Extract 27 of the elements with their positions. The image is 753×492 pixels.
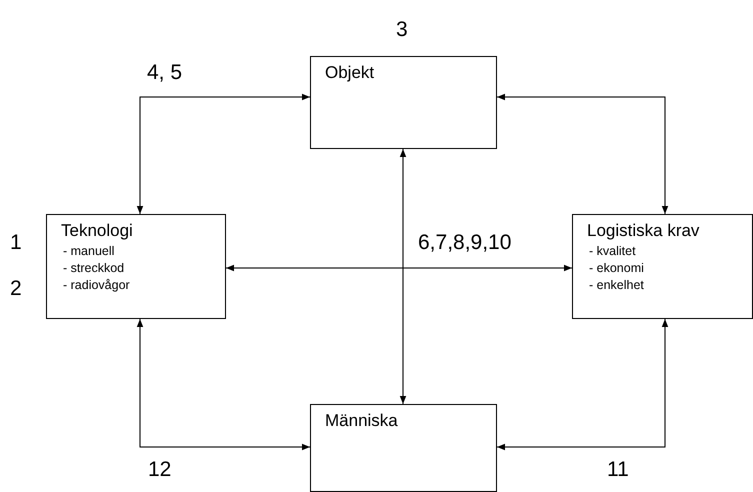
- double-arrow: [136, 318, 310, 450]
- reference-number: 1: [10, 231, 22, 255]
- list-item: - streckkod: [63, 260, 126, 277]
- list-item: - kvalitet: [589, 243, 637, 260]
- reference-number: 2: [10, 277, 22, 301]
- reference-number: 12: [148, 458, 172, 482]
- double-arrow: [496, 318, 668, 450]
- process-box: [310, 404, 497, 492]
- process-box: [46, 214, 226, 319]
- double-arrow: [226, 264, 572, 272]
- reference-number: 11: [607, 458, 629, 482]
- double-arrow: [136, 94, 310, 214]
- list-item: - enkelhet: [589, 277, 645, 294]
- box-title: Logistiska krav: [587, 221, 700, 241]
- box-title: Teknologi: [61, 221, 134, 241]
- process-box: [310, 56, 497, 149]
- box-title: Objekt: [325, 63, 376, 83]
- double-arrow: [400, 148, 406, 404]
- list-item: - ekonomi: [589, 260, 645, 277]
- list-item: - manuell: [63, 243, 116, 260]
- box-title: Människa: [325, 411, 399, 431]
- list-item: - radiovågor: [63, 277, 131, 294]
- process-box: [572, 214, 753, 319]
- reference-number: 3: [396, 18, 408, 42]
- double-arrow: [496, 94, 668, 214]
- reference-number: 4, 5: [147, 61, 182, 85]
- reference-number: 6,7,8,9,10: [418, 231, 512, 255]
